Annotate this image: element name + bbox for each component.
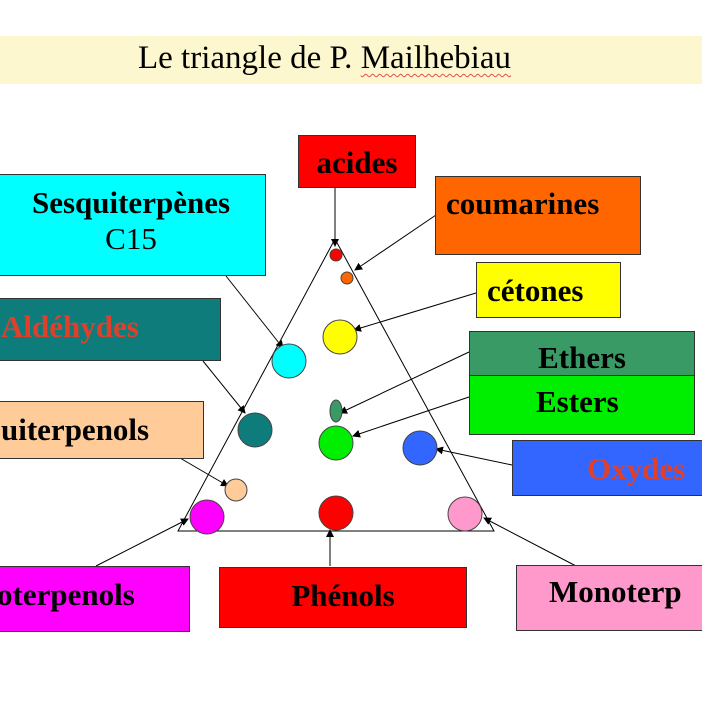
label-sesquiterpenes-line2: C15 [105, 220, 157, 256]
arrow-ethers [339, 351, 470, 414]
label-oxydes: Oxydes [512, 440, 702, 496]
dot-cetones [322, 319, 358, 355]
label-sesquiterpenes-line1: Sesquiterpènes [31, 185, 231, 220]
label-aldehydes: Aldéhydes [0, 298, 221, 361]
page-title: Le triangle de P. Mailhebiau [138, 40, 511, 77]
label-aldehydes-text: Aldéhydes [1, 309, 139, 344]
dot-oxydes [402, 430, 438, 466]
title-bar [0, 36, 702, 84]
triangle-outline [177, 237, 495, 532]
dot-esters [318, 425, 354, 461]
label-monoterpenols-text: oterpenols [0, 577, 135, 612]
label-esters: Esters [469, 375, 695, 435]
dot-monoterpenols [189, 499, 225, 535]
label-sesquiterpenols-text: uiterpenols [1, 412, 150, 447]
dot-monoterpenes [447, 496, 483, 532]
label-ethers-text: Ethers [538, 340, 626, 375]
arrow-cetones [353, 292, 477, 332]
arrow-sesquiterpenols [179, 457, 229, 487]
label-esters-text: Esters [536, 384, 619, 419]
label-oxydes-text: Oxydes [587, 451, 686, 486]
label-phenols: Phénols [219, 567, 467, 628]
arrow-aldehydes [202, 360, 246, 414]
dot-sesquiterpenes [271, 343, 307, 379]
dot-ethers [329, 399, 343, 423]
dot-acides [329, 248, 343, 262]
arrow-monoterpenols [95, 518, 189, 567]
dot-coumarines [340, 271, 354, 285]
label-ethers: Ethers [469, 331, 695, 376]
dot-aldehydes [237, 412, 273, 448]
arrow-coumarines [354, 214, 437, 271]
label-monoterpenols: oterpenols [0, 566, 190, 632]
label-monoterpenes-text: Monoterp [549, 574, 682, 609]
dot-phenols [318, 495, 354, 531]
label-sesquiterpenes: Sesquiterpènes C15 [0, 174, 266, 276]
title-prefix: Le triangle de P. [138, 40, 361, 76]
label-acides-text: acides [316, 145, 398, 180]
title-name: Mailhebiau [360, 40, 511, 76]
label-phenols-text: Phénols [291, 578, 395, 613]
arrow-monoterpenes [483, 517, 577, 567]
label-sesquiterpenols: uiterpenols [0, 401, 204, 459]
arrow-oxydes [435, 446, 513, 466]
label-cetones: cétones [476, 262, 621, 318]
arrow-esters [352, 396, 470, 438]
label-coumarines-text: coumarines [446, 186, 600, 221]
label-coumarines: coumarines [435, 176, 641, 255]
dot-sesquiterpenols [224, 478, 248, 502]
label-cetones-text: cétones [487, 273, 584, 308]
arrow-sesquiterpenes [225, 275, 284, 349]
label-monoterpenes: Monoterp [516, 565, 702, 631]
label-acides: acides [298, 135, 416, 188]
